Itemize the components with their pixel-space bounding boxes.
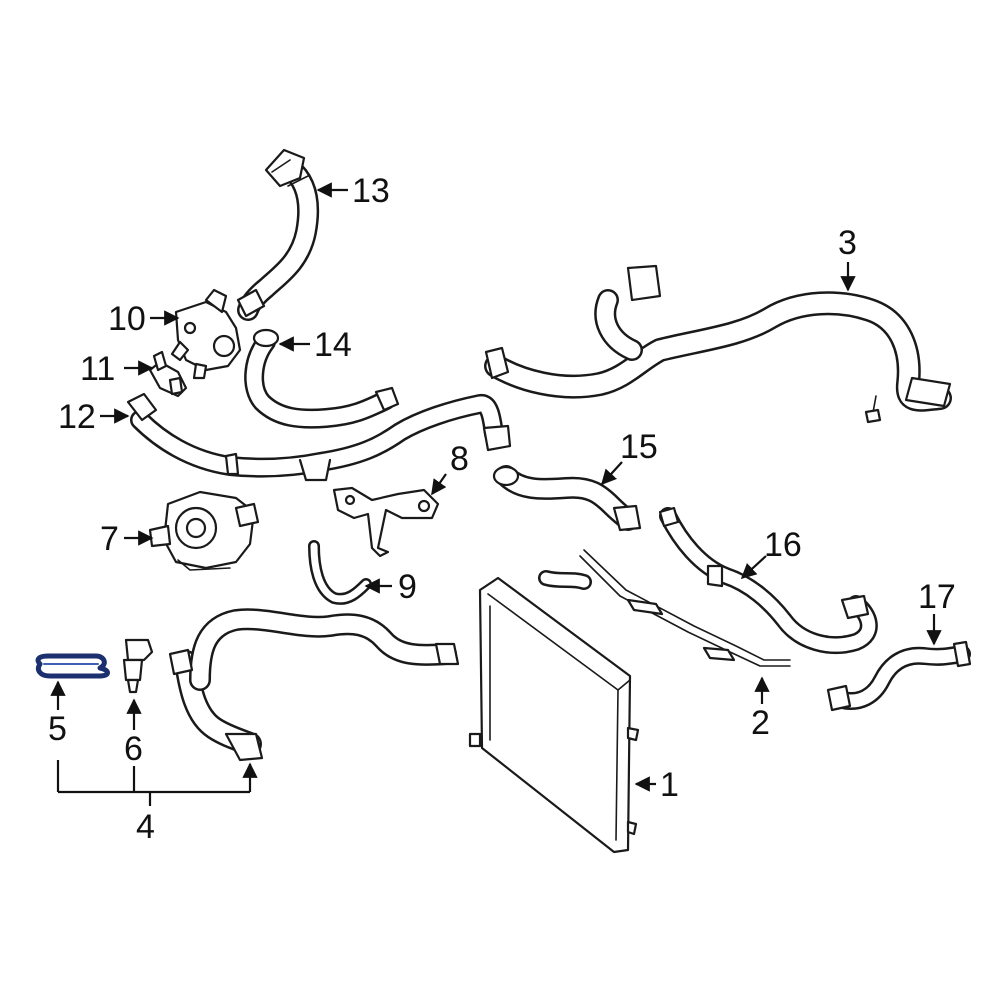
callout-16: 16 xyxy=(764,526,802,564)
part-15-hose[interactable] xyxy=(492,465,642,532)
callout-3: 3 xyxy=(838,224,857,262)
part-9-clamp[interactable] xyxy=(308,540,372,605)
part-1-radiator[interactable] xyxy=(468,576,640,854)
callout-7: 7 xyxy=(100,520,119,558)
callout-12: 12 xyxy=(58,398,96,436)
leader-16 xyxy=(740,555,767,580)
part-6-bleed-valve[interactable] xyxy=(122,638,154,694)
part-5-retaining-clip[interactable] xyxy=(35,653,110,679)
callout-13: 13 xyxy=(352,172,390,210)
callout-labels: 1 2 3 4 5 6 7 8 9 10 11 12 13 14 15 16 1… xyxy=(48,172,956,846)
callout-1: 1 xyxy=(660,766,679,804)
callout-14: 14 xyxy=(314,326,352,364)
callout-11: 11 xyxy=(80,350,115,388)
part-3-radiator-hose[interactable] xyxy=(484,264,952,424)
callout-6: 6 xyxy=(124,730,143,768)
part-14-hose[interactable] xyxy=(244,328,400,429)
leader-8 xyxy=(431,473,447,496)
part-10-coolant-valve[interactable] xyxy=(170,288,242,380)
callout-4: 4 xyxy=(136,808,155,846)
callout-8: 8 xyxy=(450,440,469,478)
part-11-sensor[interactable] xyxy=(148,350,188,398)
callout-17: 17 xyxy=(918,578,956,616)
leader-lines xyxy=(50,182,942,806)
part-12-coolant-pipe[interactable] xyxy=(126,392,512,482)
callout-9: 9 xyxy=(398,568,417,606)
callout-5: 5 xyxy=(48,710,67,748)
part-4-hose-assembly[interactable] xyxy=(168,608,460,762)
part-2-oil-cooler-line[interactable] xyxy=(538,549,791,667)
part-16-coolant-pipe[interactable] xyxy=(658,506,878,654)
callout-2: 2 xyxy=(751,704,770,742)
part-8-bracket[interactable] xyxy=(332,486,440,558)
part-7-water-pump[interactable] xyxy=(148,490,260,571)
part-13-upper-hose[interactable] xyxy=(236,148,320,321)
part-17-hose[interactable] xyxy=(826,640,972,712)
callout-10: 10 xyxy=(108,300,146,338)
callout-15: 15 xyxy=(620,428,658,466)
leader-15 xyxy=(600,461,623,486)
